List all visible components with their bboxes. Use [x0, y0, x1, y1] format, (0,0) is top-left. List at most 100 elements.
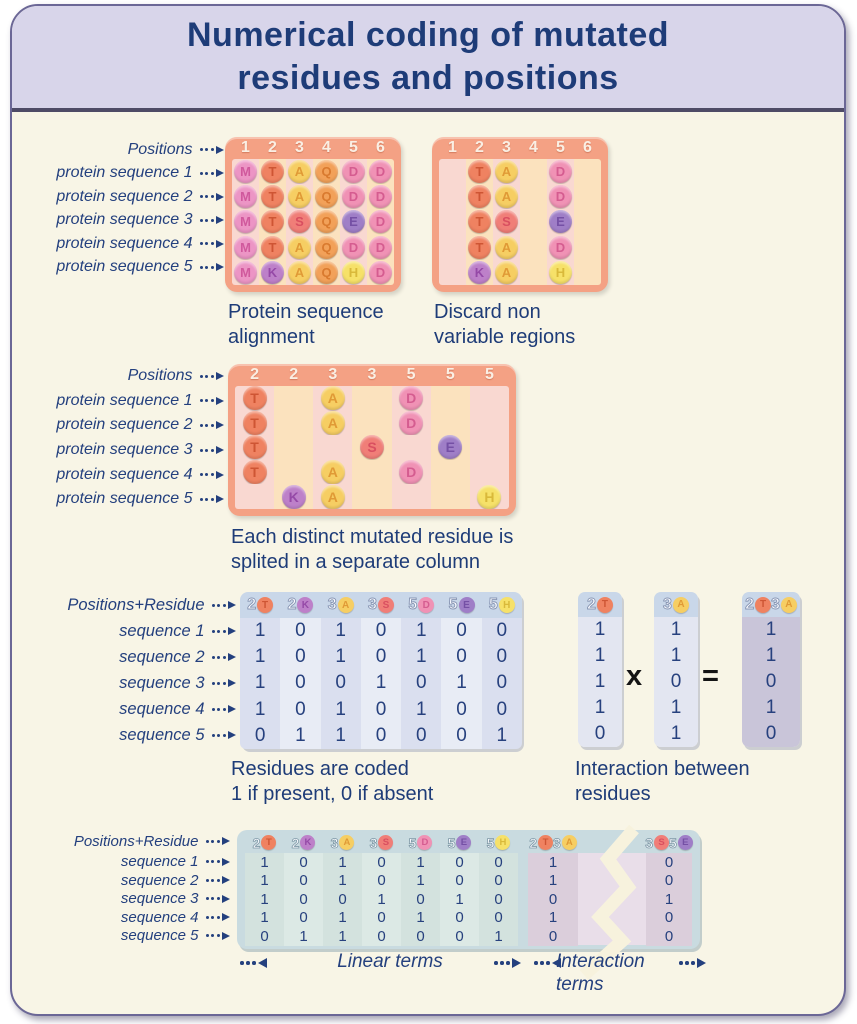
coding-caption: Residues are coded 1 if present, 0 if ab… — [231, 757, 433, 807]
dashed-arrow-icon — [211, 731, 236, 739]
residue-circle-a: A — [320, 484, 345, 509]
dashed-arrow-icon — [205, 913, 230, 922]
matrix-cell: 1 — [401, 618, 442, 645]
value-cell: 1 — [594, 645, 606, 666]
dashed-arrow-icon — [199, 446, 224, 455]
matrix-cell: 0 — [441, 644, 482, 671]
value-cell: 1 — [670, 645, 682, 666]
grid-cell: A — [286, 234, 313, 260]
matrix-cell: 0 — [479, 890, 518, 909]
grid-cell: T — [259, 184, 286, 210]
position-number: 5 — [669, 834, 678, 851]
interaction-terms-label: Interaction terms — [556, 950, 645, 996]
position-number: 2 — [289, 366, 299, 383]
position-number: 3 — [663, 595, 673, 613]
grid-cell: K — [274, 484, 314, 509]
value-cell: 1 — [594, 619, 606, 640]
caption-line: Interaction between — [575, 758, 750, 780]
residue-circle-d: D — [342, 160, 365, 184]
row-label: protein sequence 1 — [56, 391, 193, 409]
row-label: Positions+Residue — [73, 832, 199, 850]
row-label: sequence 1 — [120, 853, 199, 871]
grid-cell: D — [547, 184, 574, 210]
value-cell: 0 — [664, 853, 674, 871]
value-cell: 1 — [594, 697, 606, 718]
figure-header: Numerical coding of mutated residues and… — [12, 6, 844, 112]
dashed-arrow-icon — [211, 653, 236, 661]
dashed-arrow-icon — [211, 679, 236, 687]
multiply-operator: x — [626, 660, 643, 692]
position-number: 3 — [295, 139, 304, 156]
caption-line: Discard non — [434, 301, 541, 323]
label-row: Positions+Residue — [40, 592, 236, 618]
grid-cell: E — [547, 209, 574, 235]
row-label: sequence 3 — [120, 890, 199, 908]
residue-circle-a: A — [337, 597, 354, 613]
grid-cell — [520, 209, 547, 235]
matrix-cell: 0 — [440, 871, 479, 890]
grid-cell: D — [340, 184, 367, 210]
residue-circle-d: D — [418, 597, 435, 613]
grid-cell: T — [466, 234, 493, 260]
row-label: protein sequence 5 — [56, 490, 193, 508]
grid-cell: A — [493, 259, 520, 285]
grid-cell — [469, 410, 509, 436]
matrix-cell: 0 — [481, 670, 522, 697]
matrix-cell: 0 — [362, 927, 401, 946]
row-label: sequence 5 — [120, 927, 199, 945]
position-number: 3 — [369, 834, 378, 851]
position-number: 2 — [247, 596, 257, 614]
torn-edge-icon — [579, 824, 639, 980]
position-number: 3 — [328, 366, 338, 383]
position-number: 5 — [408, 834, 417, 851]
residue-circle-t: T — [755, 596, 771, 613]
residue-circle-a: A — [339, 835, 355, 850]
matrix-cell: 0 — [323, 890, 362, 909]
grid-cell — [574, 159, 601, 185]
grid-cell — [520, 159, 547, 185]
dashed-arrow-icon — [199, 192, 224, 201]
dashed-arrow-right-icon — [494, 958, 521, 968]
value-cell: 1 — [670, 723, 682, 744]
grid-cell — [469, 386, 509, 411]
grid-cell — [391, 484, 431, 509]
matrix-cell: 1 — [245, 890, 284, 909]
position-number: 2 — [250, 366, 260, 383]
dashed-arrow-icon — [199, 263, 224, 272]
position-number: 3 — [367, 366, 377, 383]
grid-cell — [469, 459, 509, 485]
label-row: protein sequence 4 — [28, 462, 224, 487]
residue-circle-d: D — [369, 210, 392, 234]
residue-circle-t: T — [242, 435, 267, 460]
label-row: sequence 1 — [40, 618, 236, 644]
value-cell: 1 — [594, 671, 606, 692]
equals-operator: = — [702, 660, 719, 692]
matrix-cell: 1 — [245, 908, 284, 927]
grid-cell — [520, 259, 547, 285]
row-label: Positions — [127, 140, 193, 158]
matrix-cell: 1 — [280, 722, 321, 749]
matrix-cell: 0 — [401, 722, 442, 749]
grid-cell: A — [313, 459, 353, 485]
grid-cell: D — [367, 184, 394, 210]
residue-circle-k: K — [468, 260, 491, 284]
grid-cell: A — [313, 484, 353, 509]
matrix-cell: 1 — [240, 644, 281, 671]
residue-circle-s: S — [378, 835, 394, 850]
residue-circle-m: M — [234, 185, 257, 209]
residue-circle-e: E — [458, 597, 475, 613]
matrix-cell: 0 — [441, 696, 482, 723]
